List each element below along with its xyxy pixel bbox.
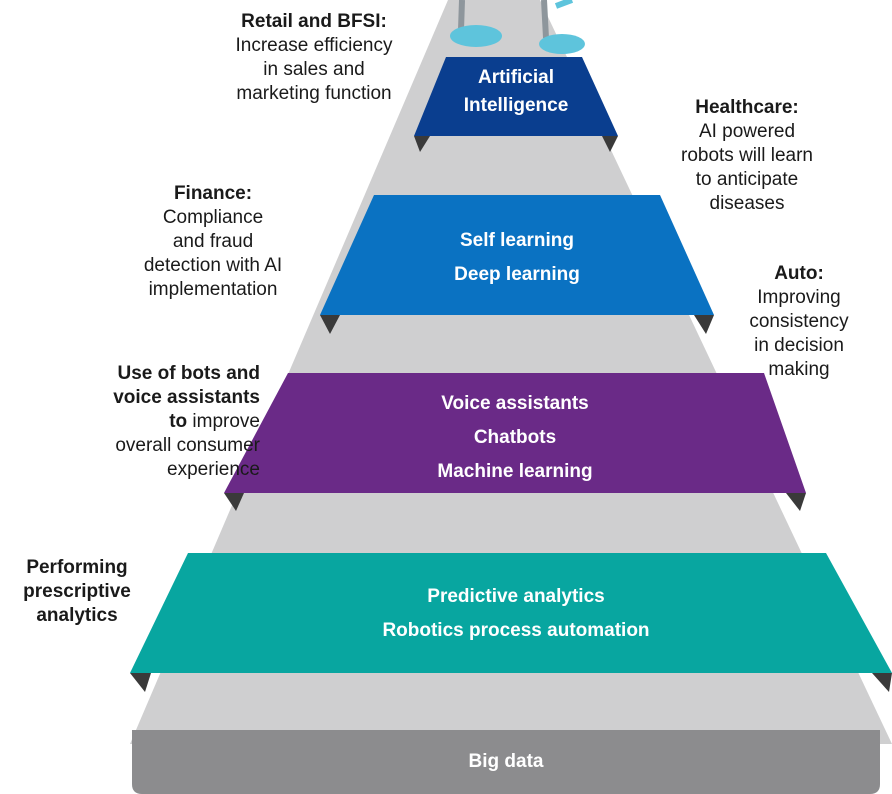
note-healthcare: Healthcare: AI powered robots will learn…: [654, 96, 840, 216]
note-retail-bfsi-heading: Retail and BFSI:: [241, 11, 387, 32]
tier-predictive-line-2: Robotics process automation: [382, 620, 650, 641]
note-performing-line-2: prescriptive: [23, 581, 131, 602]
tier-predictive-line-1: Predictive analytics: [427, 586, 605, 607]
note-finance-line-1: Compliance: [162, 207, 264, 228]
note-auto-line-3: in decision: [754, 335, 844, 356]
note-auto-line-1: Improving: [757, 287, 841, 308]
note-bots-voice-line-2: experience: [167, 459, 260, 480]
tier-predictive-left-pointer: [130, 673, 151, 692]
note-finance-line-3: detection with AI: [143, 255, 283, 276]
person-legs-illustration: [458, 0, 549, 39]
tier-voice-label: Voice assistants Chatbots Machine learni…: [260, 387, 770, 489]
note-finance-line-2: and fraud: [172, 231, 254, 252]
base-label: Big data: [132, 745, 880, 779]
tier-ai-label: Artificial Intelligence: [420, 64, 612, 120]
tier-self-line-1: Self learning: [459, 230, 575, 251]
base-label-text: Big data: [468, 751, 544, 772]
tier-voice-line-3: Machine learning: [437, 461, 593, 482]
tier-ai-line-1: Artificial: [477, 67, 555, 88]
tier-self-block: [320, 195, 714, 315]
tier-self-line-2: Deep learning: [454, 264, 580, 285]
note-finance-line-4: implementation: [148, 279, 278, 300]
note-healthcare-line-2: robots will learn: [681, 145, 813, 166]
note-auto-heading: Auto:: [774, 263, 824, 284]
note-healthcare-line-1: AI powered: [698, 121, 796, 142]
note-finance: Finance: Compliance and fraud detection …: [108, 182, 318, 302]
note-finance-heading: Finance:: [173, 183, 253, 204]
note-healthcare-line-4: diseases: [709, 193, 785, 214]
tier-voice-block: [224, 373, 806, 493]
tier-predictive-block: [130, 553, 892, 673]
note-retail-bfsi-line-1: Increase efficiency: [235, 35, 393, 56]
note-performing-line-1: Performing: [26, 557, 128, 578]
tier-self-right-pointer: [694, 315, 714, 334]
tier-voice-line-1: Voice assistants: [441, 393, 589, 414]
tier-voice-right-pointer: [786, 493, 806, 511]
base-block: [132, 730, 880, 794]
note-healthcare-line-3: to anticipate: [695, 169, 799, 190]
note-bots-voice-to: to: [169, 411, 188, 432]
tier-voice-line-2: Chatbots: [473, 427, 557, 448]
note-bots-voice-line-1: overall consumer: [115, 435, 260, 456]
note-retail-bfsi-line-3: marketing function: [236, 83, 392, 104]
tier-self-label: Self learning Deep learning: [340, 224, 694, 292]
note-bots-voice-line-to: to improve: [40, 410, 260, 434]
tier-ai-right-pointer: [602, 136, 618, 152]
note-auto-line-2: consistency: [749, 311, 849, 332]
note-auto-line-4: making: [768, 359, 830, 380]
shoe-detail: [554, 0, 574, 9]
tier-ai-line-2: Intelligence: [463, 95, 569, 116]
right-shoe: [539, 34, 585, 54]
note-performing: Performing prescriptive analytics: [2, 556, 152, 628]
note-auto: Auto: Improving consistency in decision …: [732, 262, 866, 382]
left-shoe: [450, 25, 502, 47]
tier-predictive-label: Predictive analytics Robotics process au…: [220, 580, 812, 648]
note-bots-voice: Use of bots and voice assistants to impr…: [40, 362, 260, 482]
note-retail-bfsi-line-2: in sales and: [263, 59, 365, 80]
tier-ai-left-pointer: [414, 136, 430, 152]
note-bots-voice-improve: improve: [187, 411, 260, 432]
note-retail-bfsi: Retail and BFSI: Increase efficiency in …: [196, 10, 432, 106]
tier-self-left-pointer: [320, 315, 340, 334]
tier-predictive-right-pointer: [872, 673, 892, 692]
note-performing-line-3: analytics: [36, 605, 118, 626]
tier-ai-block: [414, 57, 618, 136]
tier-voice-left-pointer: [224, 493, 244, 511]
note-bots-voice-heading-1: Use of bots and: [117, 363, 260, 384]
note-healthcare-heading: Healthcare:: [695, 97, 799, 118]
note-bots-voice-heading-2: voice assistants: [113, 387, 260, 408]
